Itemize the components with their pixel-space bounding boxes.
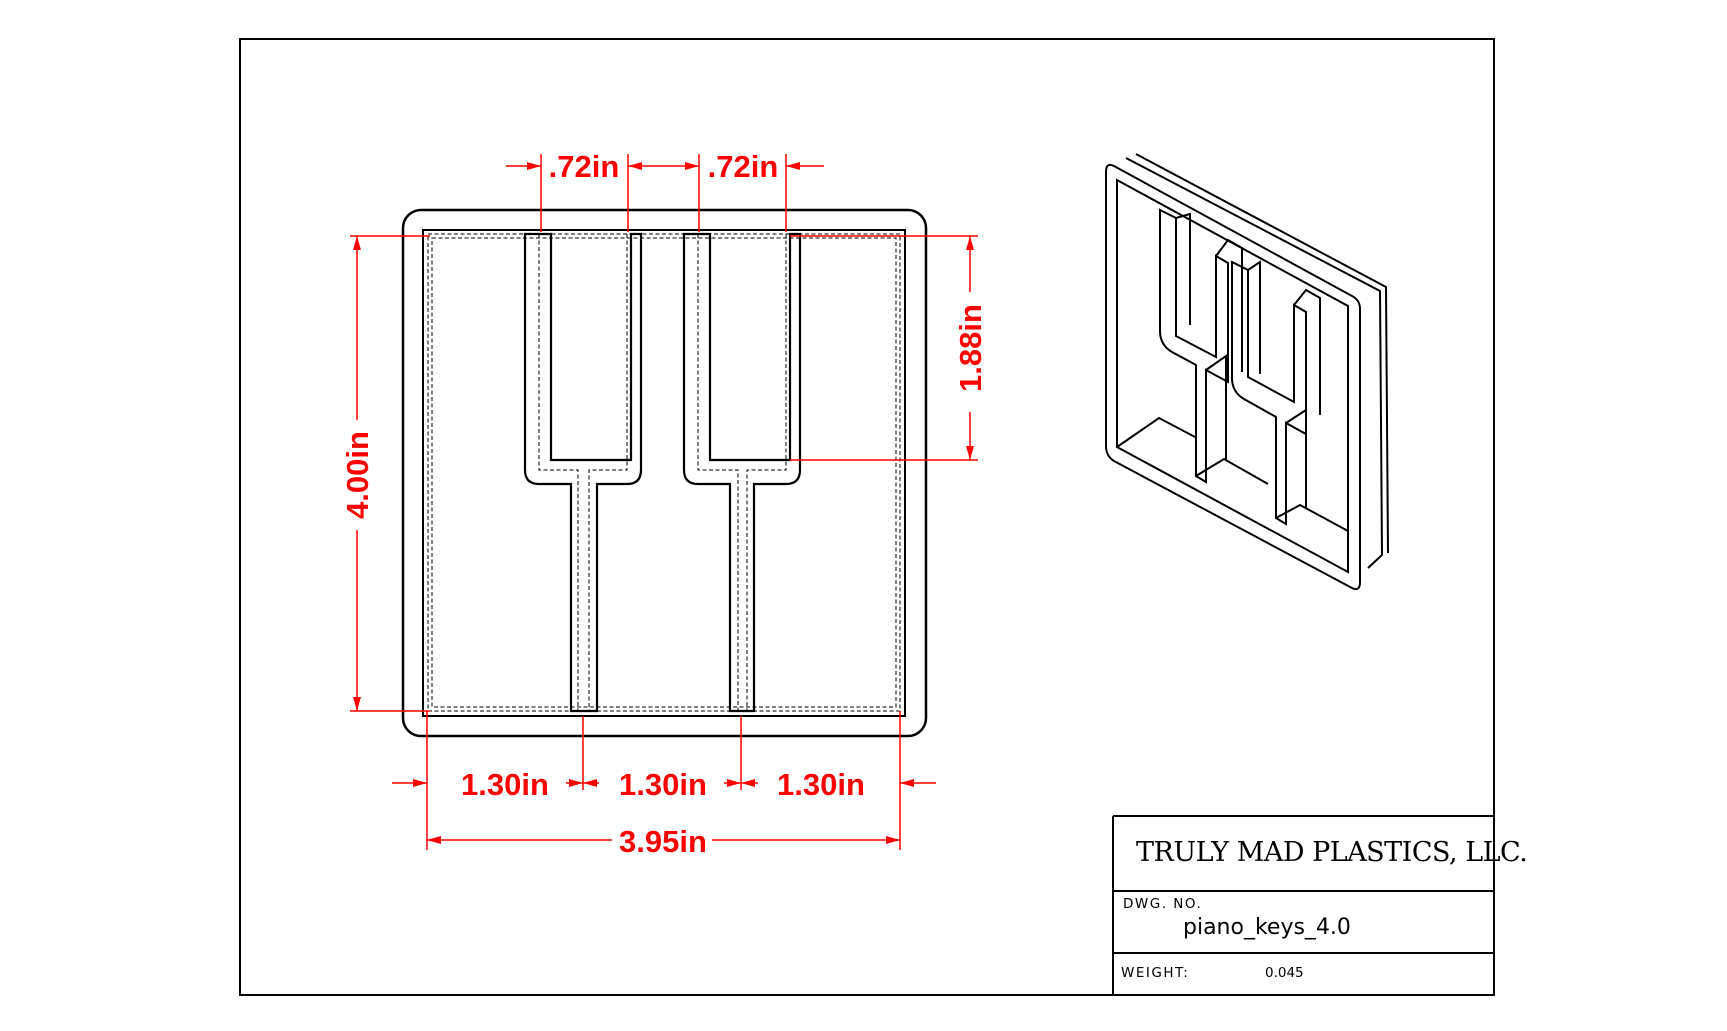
dim-white-key-width-2: 1.30in — [619, 767, 707, 802]
outer-outline — [401, 208, 928, 738]
dim-white-key-width-3: 1.30in — [777, 767, 865, 802]
company-name: TRULY MAD PLASTICS, LLC. — [1136, 837, 1527, 868]
weight-value: 0.045 — [1265, 965, 1304, 981]
iso-divider-1 — [1159, 208, 1229, 484]
dim-white-key-width-1: 1.30in — [461, 767, 549, 802]
inner-frame-outline — [422, 229, 906, 717]
divider-wall-1-hidden-b — [588, 234, 628, 711]
sheet-border — [239, 38, 1495, 996]
iso-front-rim — [1105, 163, 1361, 591]
dim-overall-height: 4.00in — [340, 431, 375, 519]
isometric-view — [1105, 153, 1389, 591]
iso-back-plate — [1125, 157, 1384, 569]
divider-wall-2 — [682, 232, 802, 713]
dimension-annotations — [350, 154, 978, 850]
title-block — [1112, 815, 1494, 995]
iso-inner-rim — [1116, 178, 1349, 574]
frame-hidden-edge-2 — [431, 237, 897, 708]
dim-overall-width: 3.95in — [619, 824, 707, 859]
divider-wall-2-hidden-b — [746, 234, 787, 711]
frame-hidden-edge-1 — [427, 233, 901, 712]
dwg-no-label: DWG. NO. — [1123, 896, 1202, 912]
iso-divider-2 — [1231, 260, 1307, 526]
dim-black-key-width-2: .72in — [708, 149, 779, 184]
weight-label: WEIGHT: — [1121, 965, 1189, 981]
front-view — [401, 208, 928, 738]
divider-wall-1 — [523, 232, 643, 713]
dim-black-key-width-1: .72in — [549, 149, 620, 184]
dwg-no-value: piano_keys_4.0 — [1183, 915, 1351, 940]
divider-wall-1-hidden-a — [538, 234, 579, 711]
divider-wall-2-hidden-a — [697, 234, 739, 711]
dim-black-key-height: 1.88in — [953, 304, 988, 392]
